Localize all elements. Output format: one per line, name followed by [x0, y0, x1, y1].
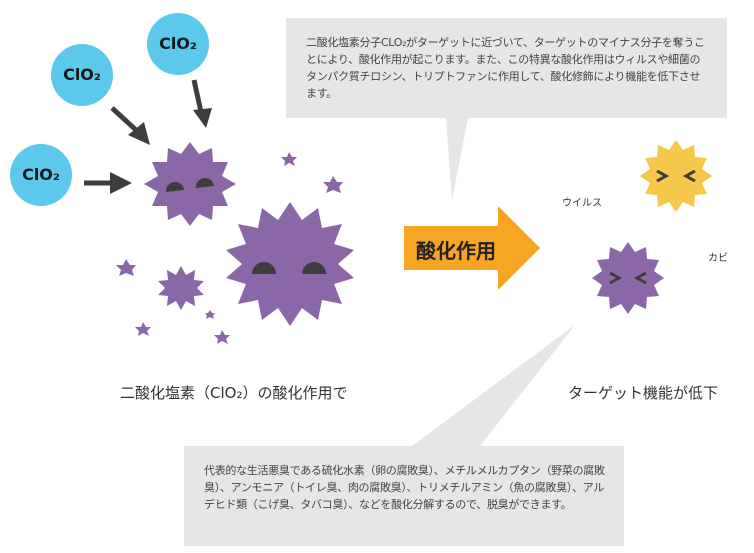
pointer-arrow-head — [193, 108, 212, 128]
pointer-arrow-head — [110, 172, 132, 194]
small-germ — [323, 176, 343, 193]
molecule-circle — [147, 13, 209, 75]
molecule-circle — [51, 44, 113, 106]
mold-label: カビ — [708, 253, 728, 264]
small-germ — [205, 310, 215, 319]
top-callout-box — [286, 18, 727, 200]
molecule-label: ClO₂ — [159, 34, 197, 53]
oxidation-arrow-label: 酸化作用 — [416, 239, 496, 263]
molecule-label: ClO₂ — [22, 165, 60, 184]
small-germ — [135, 322, 151, 336]
pointer-arrow — [191, 79, 204, 113]
pointer-arrow-head — [128, 122, 150, 145]
top-callout-text: 二酸化塩素分子CLO₂がターゲットに近づいて、ターゲットのマイナス分子を奪うこと… — [306, 36, 705, 100]
pointer-arrows — [84, 79, 212, 194]
small-germs — [116, 152, 343, 344]
bottom-callout-text: 代表的な生活悪臭である硫化水素（卵の腐敗臭）、メチルメルカプタン（野菜の腐敗臭）… — [204, 464, 605, 511]
virus-target — [592, 242, 664, 314]
virus-label: ウイルス — [562, 198, 602, 209]
germ-big — [226, 202, 354, 326]
small-germ — [116, 259, 136, 276]
bottom-callout-box — [184, 325, 624, 546]
oxidation-arrow — [404, 206, 540, 290]
molecule-circle — [10, 144, 72, 206]
pointer-arrow — [110, 106, 138, 132]
molecule-label: ClO₂ — [63, 65, 101, 84]
germ-top — [144, 142, 236, 226]
left-caption: 二酸化塩素（ClO₂）の酸化作用で — [120, 384, 348, 402]
medium-germ — [158, 266, 204, 310]
small-germ — [281, 152, 297, 166]
right-caption: ターゲット機能が低下 — [568, 384, 719, 402]
mold-target — [640, 140, 712, 212]
small-germ — [214, 330, 230, 344]
